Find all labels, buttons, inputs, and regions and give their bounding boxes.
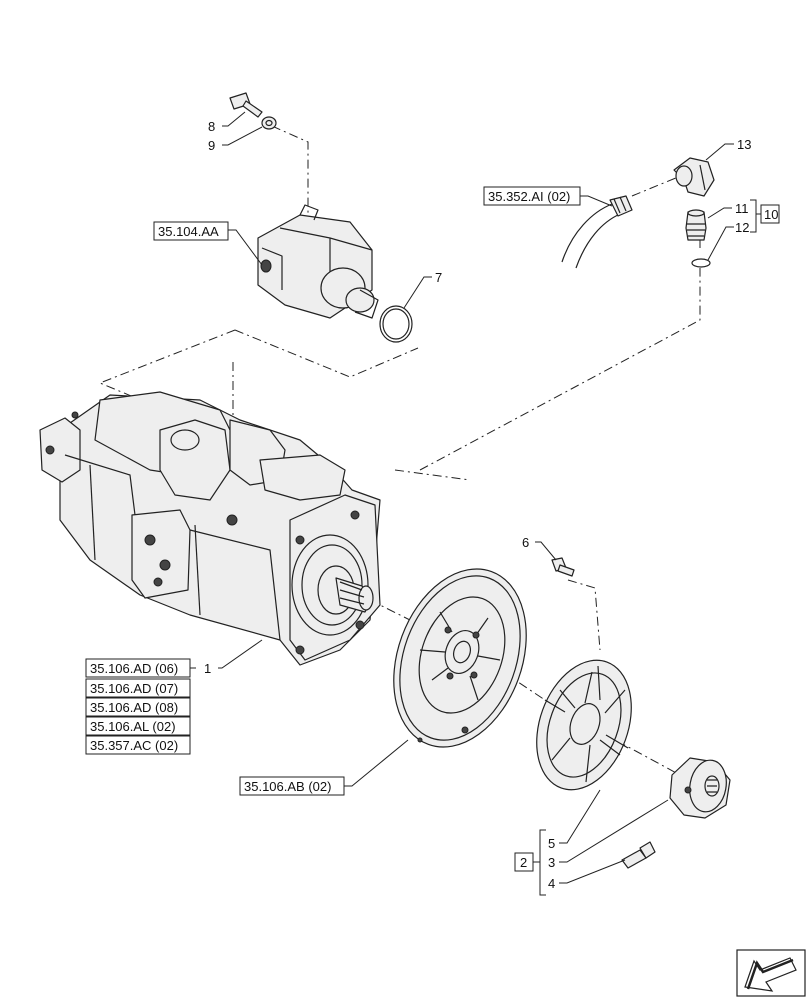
svg-text:35.106.AL (02): 35.106.AL (02): [90, 719, 176, 734]
svg-text:35.104.AA: 35.104.AA: [158, 224, 219, 239]
ref-35-106-AD-07[interactable]: 35.106.AD (07): [85, 678, 191, 698]
rubber-element-part-5[interactable]: [520, 647, 649, 803]
svg-text:35.106.AD (07): 35.106.AD (07): [90, 681, 178, 696]
callout-2: 2: [520, 855, 527, 870]
hose[interactable]: [561, 195, 633, 269]
washer-part-9[interactable]: [261, 116, 277, 130]
callout-10: 10: [764, 207, 778, 222]
callout-7[interactable]: 7: [435, 270, 442, 285]
callout-11[interactable]: 11: [735, 201, 749, 216]
callout-3[interactable]: 3: [548, 855, 555, 870]
flywheel-coupling[interactable]: [370, 550, 549, 765]
callout-4[interactable]: 4: [548, 876, 555, 891]
ref-35-106-AD-06[interactable]: 35.106.AD (06): [85, 658, 191, 678]
adapter-part-11[interactable]: [685, 209, 707, 241]
ref-35-106-AD-08[interactable]: 35.106.AD (08): [85, 697, 191, 717]
hydraulic-pump-part-1[interactable]: [39, 391, 381, 666]
svg-text:35.357.AC (02): 35.357.AC (02): [90, 738, 178, 753]
ref-35-106-AB-02[interactable]: 35.106.AB (02): [239, 776, 345, 796]
callout-10-box[interactable]: 10: [760, 204, 780, 224]
callout-numbers: 8 9 7 13 11 12 1 6 5 3 4: [204, 119, 751, 891]
callout-12[interactable]: 12: [735, 220, 749, 235]
svg-text:35.106.AD (08): 35.106.AD (08): [90, 700, 178, 715]
gear-pump[interactable]: [257, 204, 379, 319]
arrow-icon[interactable]: [736, 949, 806, 997]
callout-1[interactable]: 1: [204, 661, 211, 676]
ref-35-104-AA[interactable]: 35.104.AA: [153, 221, 229, 241]
hub-part-3[interactable]: [669, 757, 731, 819]
o-ring-part-12[interactable]: [691, 258, 711, 268]
callout-8[interactable]: 8: [208, 119, 215, 134]
svg-text:35.352.AI (02): 35.352.AI (02): [488, 189, 570, 204]
callout-2-box[interactable]: 2: [514, 852, 534, 872]
ref-box-stack: 35.106.AD (06) 35.106.AD (07) 35.106.AD …: [85, 658, 191, 755]
ref-35-352-AI-02[interactable]: 35.352.AI (02): [483, 186, 581, 206]
o-ring-part-7[interactable]: [379, 305, 413, 343]
bolt-part-4[interactable]: [621, 841, 656, 869]
callout-13[interactable]: 13: [737, 137, 751, 152]
svg-text:35.106.AB (02): 35.106.AB (02): [244, 779, 331, 794]
bolt-part-8[interactable]: [229, 92, 263, 118]
callout-5[interactable]: 5: [548, 836, 555, 851]
bolt-part-6[interactable]: [551, 557, 575, 577]
ref-35-357-AC-02[interactable]: 35.357.AC (02): [85, 735, 191, 755]
elbow-fitting-part-13[interactable]: [673, 157, 715, 197]
callout-6[interactable]: 6: [522, 535, 529, 550]
callout-9[interactable]: 9: [208, 138, 215, 153]
leader-lines: [190, 111, 761, 896]
ref-35-106-AL-02[interactable]: 35.106.AL (02): [85, 716, 191, 736]
svg-text:35.106.AD (06): 35.106.AD (06): [90, 661, 178, 676]
